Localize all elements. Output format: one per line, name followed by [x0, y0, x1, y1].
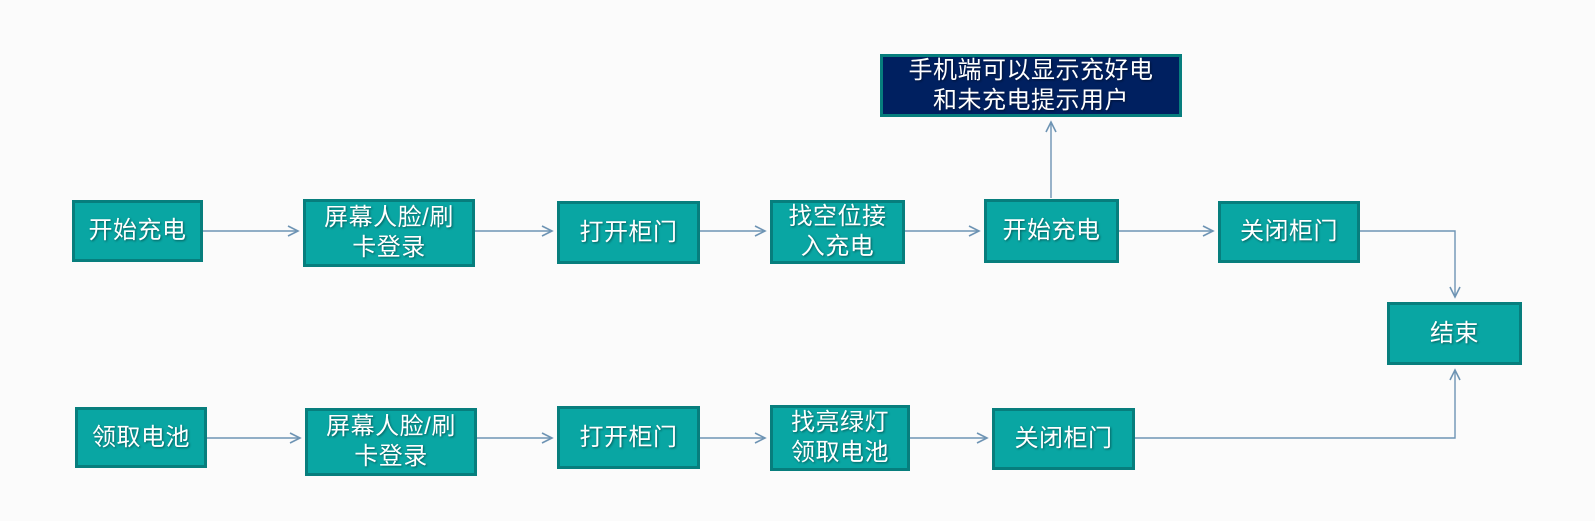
node-top-open-door: 打开柜门 [557, 201, 700, 264]
node-bottom-open-door: 打开柜门 [557, 406, 700, 469]
node-bottom-find-green-light: 找亮绿灯 领取电池 [770, 405, 910, 471]
connector-top-close-to-end [1360, 230, 1461, 299]
node-top-begin-charging: 开始充电 [984, 199, 1119, 263]
node-top-close-door: 关闭柜门 [1218, 201, 1360, 263]
connector-bottom-close-to-end [1135, 368, 1461, 439]
node-bottom-collect-battery: 领取电池 [75, 407, 207, 468]
node-top-start-charging: 开始充电 [72, 200, 203, 262]
node-note-phone-status: 手机端可以显示充好电 和未充电提示用户 [880, 54, 1182, 117]
node-top-screen-login: 屏幕人脸/刷 卡登录 [303, 199, 475, 267]
node-bottom-close-door: 关闭柜门 [992, 408, 1135, 470]
node-bottom-screen-login: 屏幕人脸/刷 卡登录 [305, 408, 477, 476]
node-top-find-empty-slot: 找空位接 入充电 [770, 200, 905, 264]
node-end: 结束 [1387, 302, 1522, 365]
